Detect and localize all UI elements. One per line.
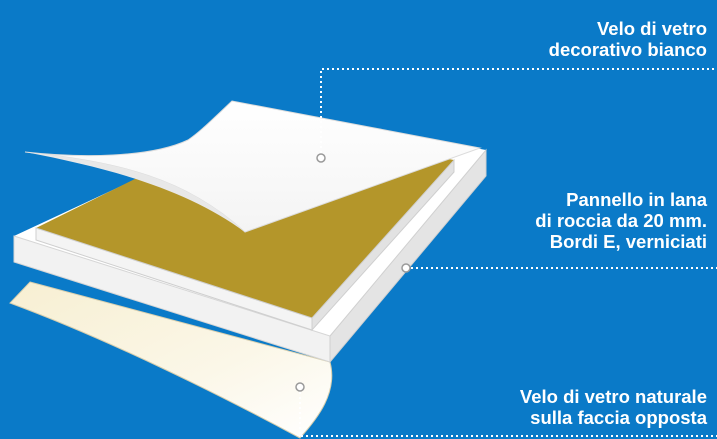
leader-dot-middle bbox=[401, 263, 411, 273]
label-middle-line-1: Pannello in lana bbox=[566, 189, 707, 210]
label-middle-line-2: di roccia da 20 mm. bbox=[535, 210, 707, 231]
leader-dot-bottom bbox=[295, 382, 305, 392]
panel-colored-right-edge bbox=[311, 158, 455, 332]
label-bottom-line-1: Velo di vetro naturale bbox=[519, 386, 707, 407]
label-middle-line-3: Bordi E, verniciati bbox=[549, 231, 707, 252]
label-rock-wool-panel: Pannello in lana di roccia da 20 mm. Bor… bbox=[535, 189, 707, 252]
label-decorative-white-veil: Velo di vetro decorativo bianco bbox=[549, 18, 707, 60]
bottom-veil-layer bbox=[9, 281, 333, 439]
leader-dot-top bbox=[316, 153, 326, 163]
label-top-line-1: Velo di vetro bbox=[596, 18, 707, 39]
label-top-line-2: decorativo bianco bbox=[548, 39, 707, 60]
leader-line-bottom bbox=[299, 387, 717, 437]
label-bottom-line-2: sulla faccia opposta bbox=[530, 407, 707, 428]
panel-right-side bbox=[329, 148, 487, 364]
label-natural-veil-back: Velo di vetro naturale sulla faccia oppo… bbox=[520, 386, 707, 428]
